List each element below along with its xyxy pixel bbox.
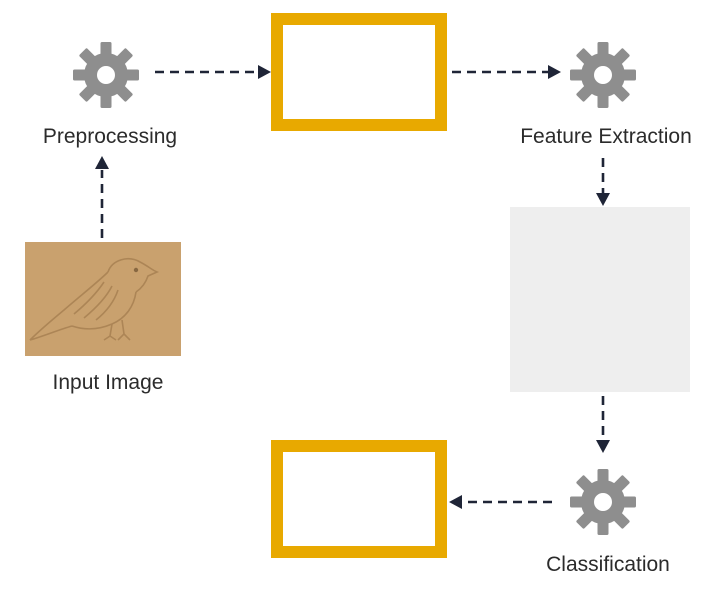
preprocessing-label: Preprocessing: [43, 125, 177, 148]
arrow-feature-extraction-to-panel: [596, 158, 610, 206]
arrow-classification-to-output: [449, 495, 552, 509]
preprocessing-gear-icon: [73, 42, 139, 108]
arrow-input-to-preprocessing: [95, 156, 109, 238]
arrow-output-to-feature-extraction: [452, 65, 561, 79]
final-output-box: [271, 440, 447, 558]
feature-extraction-gear-icon: [570, 42, 636, 108]
feature-map-panel: [510, 207, 690, 392]
input-image-thumbnail: [25, 242, 181, 356]
classification-label: Classification: [546, 553, 670, 576]
intermediate-output-box: [271, 13, 447, 131]
bird-icon: [29, 258, 160, 341]
arrow-preprocessing-to-output: [155, 65, 271, 79]
feature-extraction-label: Feature Extraction: [520, 125, 692, 148]
input-image-label: Input Image: [53, 371, 164, 394]
classification-gear-icon: [570, 469, 636, 535]
arrow-panel-to-classification: [596, 396, 610, 453]
